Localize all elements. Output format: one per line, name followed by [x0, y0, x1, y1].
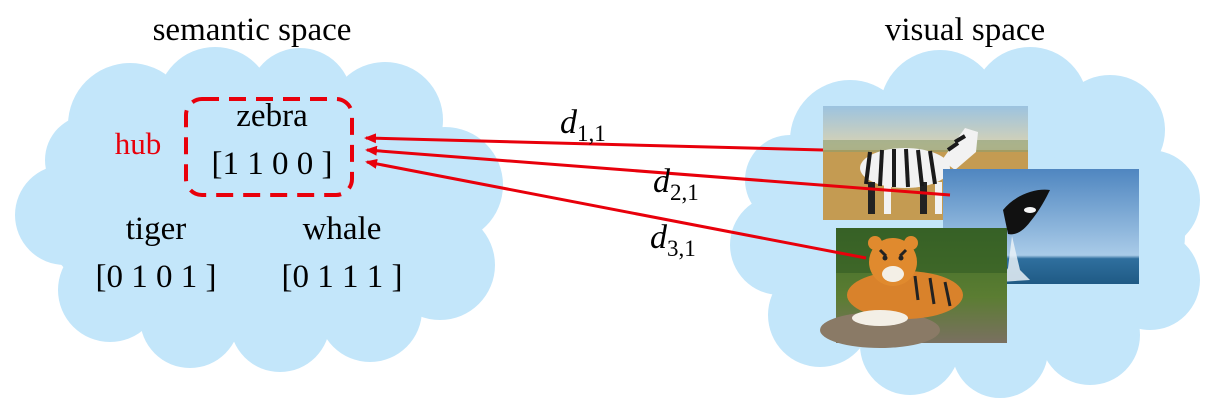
distance-3-base: d — [650, 219, 668, 256]
distance-2-base: d — [653, 163, 671, 200]
zebra-photo — [823, 106, 1028, 220]
semantic-space-title: semantic space — [153, 12, 352, 48]
distance-arrows — [364, 133, 951, 260]
distance-2-sub: 2,1 — [670, 180, 699, 205]
class-name-whale: whale — [303, 211, 382, 247]
distance-label-3: d3,1 — [650, 219, 696, 261]
distance-1-sub: 1,1 — [577, 121, 606, 146]
distance-3-sub: 3,1 — [667, 236, 696, 261]
arrow-zebra-to-hub — [364, 133, 824, 152]
visual-space-title: visual space — [885, 12, 1045, 48]
arrow-whale-to-hub — [365, 145, 951, 197]
class-vector-tiger: [0 1 0 1 ] — [96, 259, 217, 295]
tiger-photo — [820, 228, 1007, 348]
semantic-space-cloud — [15, 47, 503, 372]
class-vector-zebra: [1 1 0 0 ] — [212, 146, 333, 182]
tiger-figure — [847, 236, 963, 326]
distance-1-base: d — [560, 104, 578, 141]
class-name-zebra: zebra — [236, 98, 308, 134]
class-name-tiger: tiger — [126, 211, 186, 247]
hub-box — [184, 97, 354, 197]
distance-label-2: d2,1 — [653, 163, 699, 205]
distance-label-1: d1,1 — [560, 104, 606, 146]
class-vector-whale: [0 1 1 1 ] — [282, 259, 403, 295]
hub-label: hub — [115, 126, 162, 161]
arrow-tiger-to-hub — [365, 158, 867, 260]
zebra-figure — [860, 128, 978, 214]
